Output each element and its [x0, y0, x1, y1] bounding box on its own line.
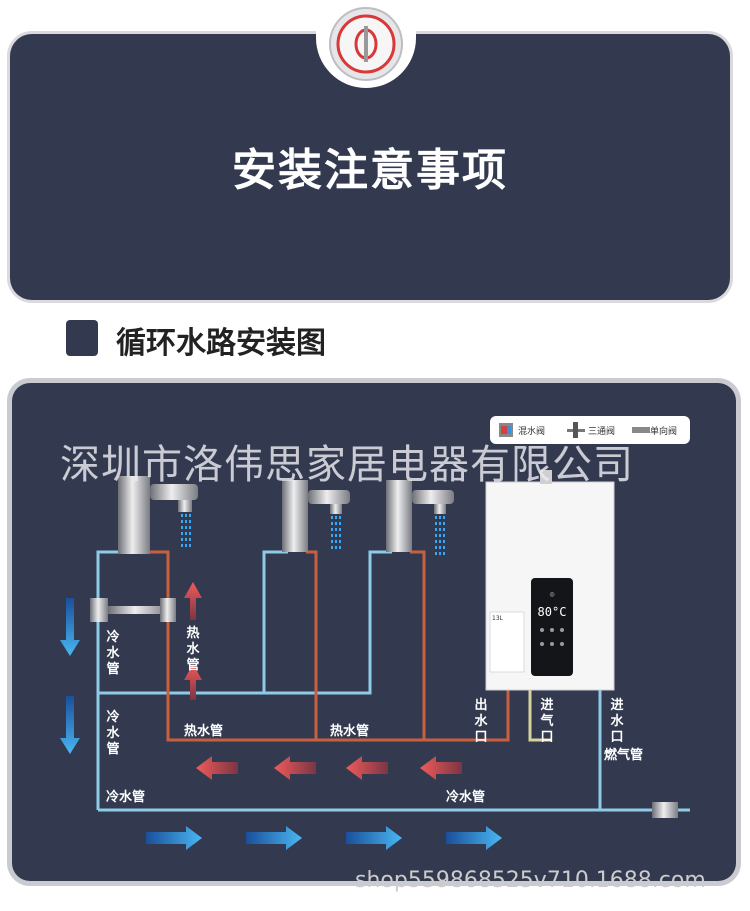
cold-pipe-label: 冷水管	[446, 790, 486, 805]
flow-arrow-icon	[196, 756, 462, 780]
check-valve-icon	[652, 802, 678, 818]
hot-pipe-label: 热水管	[186, 626, 200, 673]
mix-valve-icon	[90, 598, 176, 622]
legend: 混水阀 三通阀 单向阀	[490, 416, 690, 444]
cold-pipe-label: 冷水管	[106, 710, 120, 757]
cold-pipe-label: 冷水管	[106, 790, 146, 805]
flow-arrow-icon	[60, 598, 80, 754]
section-marker	[66, 320, 98, 356]
hot-pipe-label: 热水管	[184, 724, 224, 739]
logo-badge	[316, 0, 416, 88]
heater-display: 80°C	[538, 605, 567, 619]
legend-mix-valve: 混水阀	[518, 427, 546, 437]
water-outlet-label: 出水口	[474, 698, 488, 745]
gas-pipe	[528, 690, 552, 742]
footer-watermark: shop559868525v710.1688.com	[355, 868, 706, 893]
three-way-valve-icon	[567, 422, 585, 438]
water-heater: ◎ 80°C 13L	[485, 470, 615, 691]
diagram-panel	[12, 383, 736, 881]
watermark: 深圳市洛伟思家居电器有限公司	[60, 442, 634, 488]
cold-pipe-label: 冷水管	[106, 630, 120, 677]
gas-pipe-label: 燃气管	[604, 748, 644, 763]
water-inlet-label: 进水口	[610, 698, 624, 745]
faucet-icon	[118, 476, 198, 554]
legend-three-way-valve: 三通阀	[588, 427, 616, 437]
section-title: 循环水路安装图	[116, 326, 326, 361]
flow-arrow-icon	[146, 826, 502, 850]
faucet-icon	[282, 480, 350, 552]
page-title: 安装注意事项	[232, 145, 508, 196]
hot-pipes	[146, 550, 510, 742]
mix-valve-icon	[499, 423, 513, 437]
hot-pipe-label: 热水管	[330, 724, 370, 739]
faucet-icon	[386, 480, 454, 552]
gas-inlet-label: 进气口	[540, 698, 554, 745]
heater-model-tag: 13L	[492, 615, 504, 622]
flow-arrow-icon	[184, 582, 202, 700]
water-stream-icon	[181, 514, 445, 556]
legend-check-valve: 单向阀	[650, 427, 678, 437]
check-valve-icon	[632, 427, 650, 433]
svg-text:◎: ◎	[549, 591, 554, 598]
